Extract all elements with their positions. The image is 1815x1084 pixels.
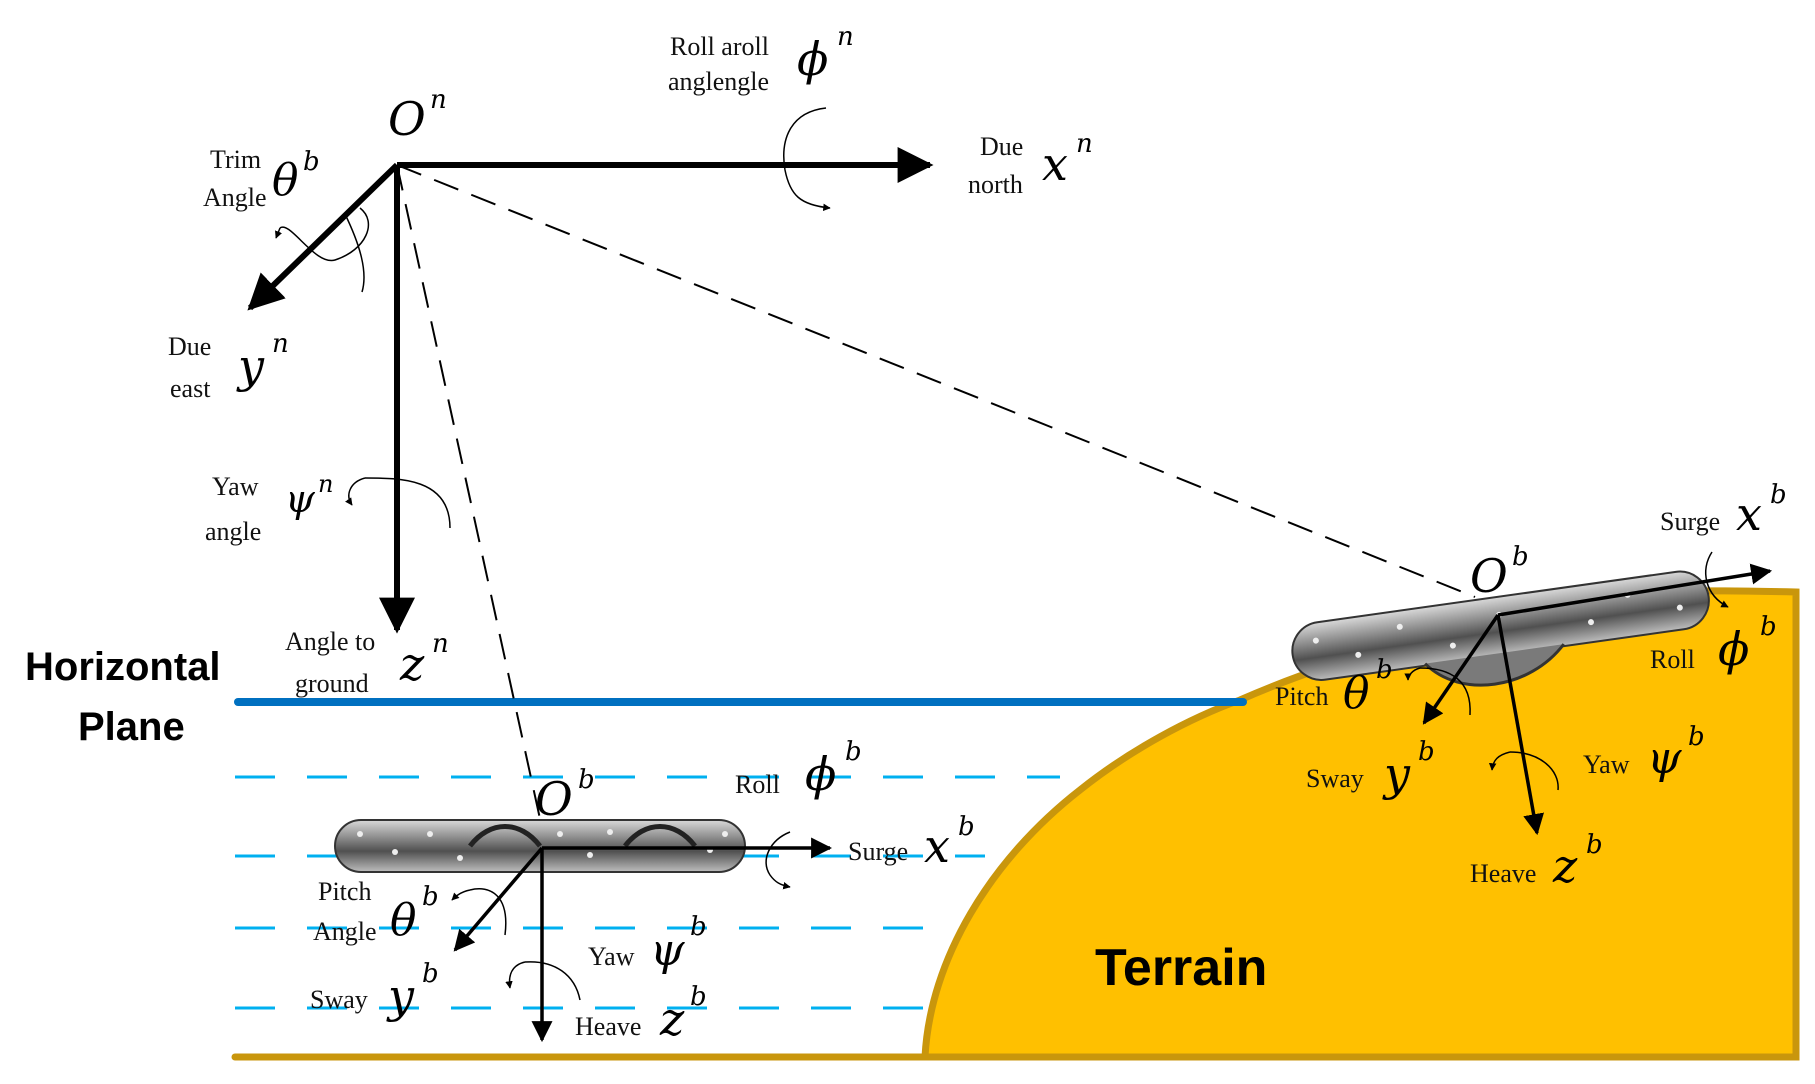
water-yaw-sup: b — [690, 912, 707, 942]
land-heave-label: Heave — [1470, 859, 1536, 888]
land-roll-symbol: ϕ — [1718, 622, 1749, 676]
origin-n-symbol: O — [388, 92, 426, 146]
yaw-n-symbol: ψ — [285, 477, 316, 521]
land-x-sup: b — [1770, 480, 1787, 510]
water-y-sup: b — [422, 959, 439, 989]
roll-n-label: Roll aroll — [670, 32, 769, 61]
land-origin-symbol: O — [1470, 549, 1508, 603]
water-pitch-label-2: Angle — [313, 917, 377, 946]
y-n-symbol: y — [236, 339, 265, 393]
horizontal-plane-label-2: Plane — [78, 705, 185, 749]
water-yaw-label: Yaw — [588, 942, 635, 971]
land-pitch-label: Pitch — [1275, 682, 1328, 711]
roll-n-symbol: ϕ — [797, 32, 828, 86]
y-n-axis — [247, 162, 400, 311]
land-y-axis — [1422, 614, 1500, 725]
water-heave-label: Heave — [575, 1012, 641, 1041]
y-n-sup: n — [272, 329, 289, 359]
due-north-label-2: north — [968, 170, 1023, 199]
water-vehicle — [334, 819, 746, 873]
trim-label: Trim — [210, 145, 261, 174]
land-pitch-sup: b — [1376, 655, 1393, 685]
due-north-label: Due — [980, 132, 1023, 161]
land-x-axis — [1497, 563, 1773, 617]
trim-symbol: θ — [272, 155, 299, 206]
yaw-n-label-2: angle — [205, 517, 261, 546]
land-z-symbol: z — [1552, 839, 1578, 893]
water-pitch-symbol: θ — [390, 895, 417, 946]
land-yaw-sup: b — [1688, 722, 1705, 752]
land-surge-label: Surge — [1660, 507, 1720, 536]
z-n-sup: n — [432, 629, 449, 659]
water-x-sup: b — [958, 812, 975, 842]
yaw-n-label: Yaw — [212, 472, 259, 501]
land-body-axes — [1422, 563, 1773, 836]
land-roll-label: Roll — [1650, 645, 1695, 674]
land-y-sup: b — [1418, 737, 1435, 767]
water-pitch-label: Pitch — [318, 877, 371, 906]
land-sway-label: Sway — [1306, 764, 1364, 793]
water-origin-sup: b — [578, 765, 595, 795]
nav-frame-axes — [247, 147, 934, 634]
water-yaw-symbol: ψ — [650, 925, 685, 976]
land-x-symbol: x — [1736, 487, 1762, 541]
water-roll-symbol: ϕ — [805, 747, 836, 801]
z-n-symbol: z — [399, 637, 425, 691]
land-pitch-symbol: θ — [1343, 668, 1370, 719]
trim-sup: b — [303, 147, 320, 177]
water-y-axis — [453, 846, 544, 952]
ground-label: Angle to — [285, 627, 375, 656]
water-x-symbol: x — [924, 819, 950, 873]
land-z-sup: b — [1586, 830, 1603, 860]
land-y-symbol: y — [1382, 747, 1411, 801]
water-y-symbol: y — [386, 969, 415, 1023]
land-z-axis — [1496, 614, 1545, 836]
roll-n-label-2: anglengle — [668, 67, 769, 96]
water-roll-sup: b — [845, 737, 862, 767]
water-z-sup: b — [690, 982, 707, 1012]
water-roll-label: Roll — [735, 770, 780, 799]
nav-rotation-arcs — [275, 107, 831, 529]
land-origin-sup: b — [1512, 542, 1529, 572]
origin-n-sup: n — [430, 85, 447, 115]
trim-label-2: Angle — [203, 183, 267, 212]
land-roll-sup: b — [1760, 612, 1777, 642]
water-surge-label: Surge — [848, 837, 908, 866]
dashed-connectors — [396, 164, 1476, 829]
land-rotation-arcs — [1404, 551, 1729, 791]
roll-n-sup: n — [837, 22, 854, 52]
land-yaw-label: Yaw — [1583, 750, 1630, 779]
horizontal-plane-label: Horizontal — [25, 645, 221, 689]
water-origin-symbol: O — [535, 772, 573, 826]
water-rotation-arcs — [451, 831, 791, 1001]
water-pitch-sup: b — [422, 882, 439, 912]
ground-label-2: ground — [295, 669, 369, 698]
yaw-n-sup: n — [318, 470, 333, 498]
land-yaw-symbol: ψ — [1647, 733, 1682, 784]
water-body-axes — [453, 837, 833, 1043]
due-east-label-2: east — [170, 374, 211, 403]
x-n-symbol: x — [1042, 137, 1068, 191]
x-n-sup: n — [1076, 129, 1093, 159]
water-sway-label: Sway — [310, 985, 368, 1014]
due-east-label: Due — [168, 332, 211, 361]
water-z-symbol: z — [659, 992, 685, 1046]
terrain-label: Terrain — [1095, 939, 1267, 997]
